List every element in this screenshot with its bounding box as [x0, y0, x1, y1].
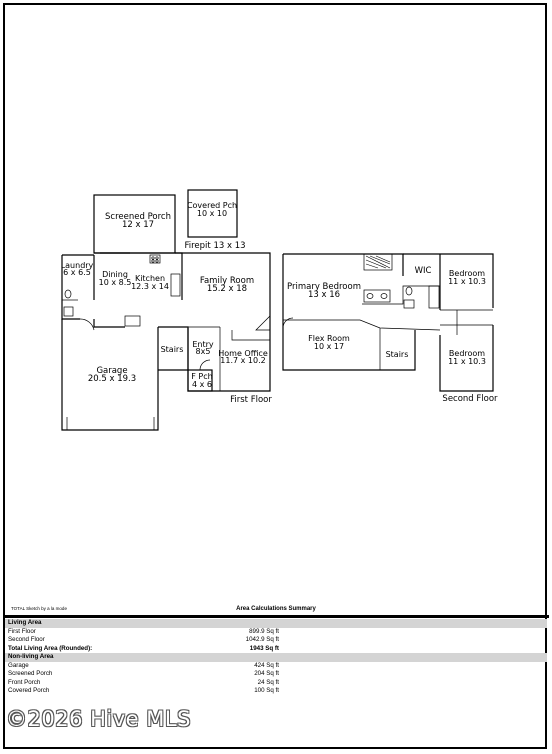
entry-name: Entry: [192, 340, 214, 349]
flex-room-wall: [283, 319, 441, 331]
washer-icon: [63, 306, 74, 317]
flex-room-dims: 10 x 17: [314, 342, 344, 351]
bedroom-1-name: Bedroom: [449, 269, 485, 278]
page-border: [3, 3, 547, 749]
total-row: Total Living Area (Rounded):1943 Sq ft: [8, 644, 279, 652]
firepit-label: Firepit 13 x 13: [184, 241, 245, 251]
second-north-wall: [283, 253, 404, 276]
bedroom-2-outline: [439, 325, 494, 392]
counter-icon: [170, 273, 181, 297]
home-office-dims: 11.7 x 10.2: [220, 356, 265, 365]
fireplace-icon: [255, 315, 271, 331]
living-area-header: Living Area: [5, 619, 547, 628]
summary-divider: [3, 615, 549, 618]
second-floor-plan: [282, 253, 494, 392]
first-floor-plan: [61, 189, 271, 431]
first-floor-label: First Floor: [230, 395, 272, 405]
f-pch-name: F Pch: [191, 372, 212, 381]
door-swing-icon: [79, 318, 95, 331]
screened-porch-dims: 12 x 17: [122, 220, 154, 230]
shower-icon: [363, 253, 393, 271]
bedroom-2-dims: 11 x 10.3: [448, 357, 486, 366]
second-floor-label: Second Floor: [442, 394, 498, 404]
stairs-outline: [158, 326, 189, 371]
kitchen-dims: 12.3 x 14: [131, 282, 169, 291]
primary-bedroom-name: Primary Bedroom: [287, 282, 361, 292]
screened-porch-name: Screened Porch: [105, 212, 171, 222]
stairs-first-name: Stairs: [161, 345, 184, 354]
footer-note: TOTAL Sketch by a la mode: [11, 606, 67, 611]
toilet-icon: [405, 286, 413, 296]
dining-dims: 10 x 8.5: [99, 278, 132, 287]
bedroom-2-name: Bedroom: [449, 349, 485, 358]
fridge-icon: [124, 315, 141, 327]
garage-outline: [61, 319, 159, 431]
bath-wall: [362, 285, 440, 305]
stairs-second-name: Stairs: [386, 350, 409, 359]
kitchen-name: Kitchen: [135, 274, 165, 283]
f-pch-dims: 4 x 6: [192, 380, 212, 389]
double-vanity-icon: [363, 289, 391, 303]
garage-name: Garage: [96, 366, 127, 376]
summary-title: Area Calculations Summary: [236, 606, 316, 612]
covered-porch-outline: [187, 189, 238, 238]
tub-icon: [428, 285, 440, 309]
flex-room-name: Flex Room: [308, 334, 350, 343]
primary-bedroom-dims: 13 x 16: [308, 290, 340, 300]
covered-pch-dims: 10 x 10: [197, 209, 227, 218]
family-room-name: Family Room: [200, 276, 254, 286]
watermark: ©2026 Hive MLS: [6, 707, 191, 731]
garage-inner-wall: [93, 319, 125, 328]
home-office-name: Home Office: [218, 349, 268, 358]
laundry-name: Laundry: [61, 261, 94, 270]
laundry-dims: 6 x 6.5: [63, 268, 91, 277]
bedroom-1-dims: 11 x 10.3: [448, 277, 486, 286]
family-room-dims: 15.2 x 18: [207, 284, 247, 294]
nonliving-area-header: Non-living Area: [5, 653, 547, 662]
wic-name: WIC: [415, 266, 432, 276]
covered-pch-name: Covered Pch: [187, 201, 237, 210]
dining-name: Dining: [102, 270, 128, 279]
garage-dims: 20.5 x 19.3: [88, 374, 136, 384]
second-west-wall: [282, 254, 416, 371]
entry-dims: 8x5: [196, 347, 211, 356]
bedroom-1-outline: [440, 253, 494, 308]
toilet-icon: [64, 289, 72, 299]
stove-icon: [149, 254, 161, 264]
